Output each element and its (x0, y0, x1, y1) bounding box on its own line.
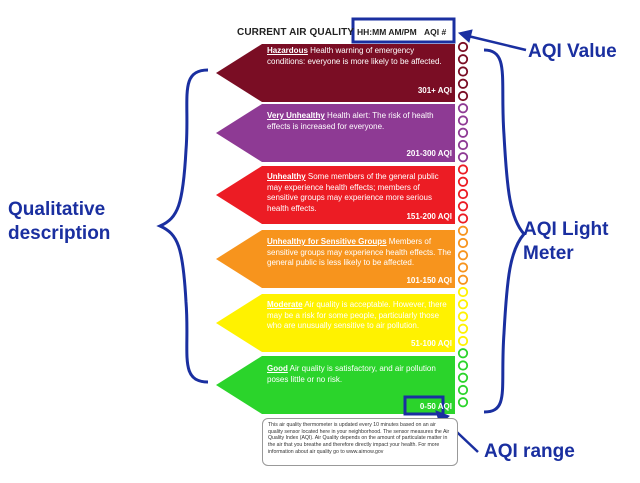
meter-light (457, 78, 469, 89)
band-text: Health alert: The risk of health effects… (267, 111, 434, 131)
band-category: Moderate (267, 300, 303, 309)
meter-light (457, 262, 469, 273)
band-range-label: 101-150 AQI (406, 276, 452, 285)
band-description: Good Air quality is satisfactory, and ai… (267, 364, 453, 385)
meter-light (457, 335, 469, 347)
aqi-range-highlight-box (403, 395, 445, 416)
band-description: Unhealthy Some members of the general pu… (267, 172, 453, 214)
meter-light (457, 188, 469, 200)
aqi-value-arrow (467, 34, 527, 52)
band-range-label: 51-100 AQI (410, 339, 452, 348)
band-range-label: 0-50 AQI (419, 402, 452, 411)
meter-light (457, 299, 469, 310)
meter-light (457, 360, 469, 371)
meter-light (457, 152, 469, 163)
band-arrow (216, 230, 455, 288)
band-text: Members of sensitive groups may experien… (267, 237, 452, 267)
band-text: Health warning of emergency conditions: … (267, 46, 442, 66)
meter-light (457, 372, 469, 383)
meter-light (457, 127, 469, 138)
meter-light (457, 274, 469, 285)
qualitative-description-callout: Qualitative description (8, 199, 111, 244)
band-description: Unhealthy for Sensitive Groups Members o… (267, 237, 453, 269)
meter-light (457, 250, 469, 261)
meter-light (457, 286, 469, 298)
aqi-value-callout: AQI Value (528, 41, 617, 62)
aqi-value-arrowhead (457, 29, 473, 43)
meter-light (457, 139, 469, 151)
meter-light (457, 176, 469, 187)
meter-light (457, 201, 469, 212)
aqi-light-meter-callout: AQI Light Meter (523, 219, 609, 264)
aqi-range-callout: AQI range (484, 441, 575, 462)
band-arrow (216, 166, 455, 224)
aqi-light-meter (457, 41, 469, 408)
meter-light (457, 311, 469, 322)
band-text: Air quality is acceptable. However, ther… (267, 300, 447, 330)
meter-light (457, 323, 469, 334)
band-text: Air quality is satisfactory, and air pol… (267, 364, 436, 384)
band-category: Hazardous (267, 46, 308, 55)
band-range-label: 151-200 AQI (406, 212, 452, 221)
band-description: Very Unhealthy Health alert: The risk of… (267, 111, 453, 132)
band-arrow (216, 104, 455, 162)
band-category: Very Unhealthy (267, 111, 325, 120)
meter-light (457, 66, 469, 77)
meter-light (457, 384, 469, 396)
meter-light (457, 348, 469, 359)
meter-light (457, 115, 469, 126)
aqi-value-placeholder: AQI # (424, 27, 447, 37)
bands-layer (216, 44, 455, 414)
band-range-label: 201-300 AQI (406, 149, 452, 158)
band-description: Hazardous Health warning of emergency co… (267, 46, 453, 67)
band-category: Good (267, 364, 288, 373)
meter-light (457, 41, 469, 53)
current-air-quality-title: CURRENT AIR QUALITY (237, 27, 355, 38)
band-arrow (216, 356, 455, 414)
band-text: Some members of the general public may e… (267, 172, 439, 213)
qualitative-brace (156, 68, 209, 384)
meter-light (457, 90, 469, 102)
meter-light (457, 397, 469, 408)
aqi-value-highlight-box (351, 17, 456, 44)
band-arrow (216, 294, 455, 352)
meter-light (457, 237, 469, 249)
meter-light (457, 103, 469, 114)
band-description: Moderate Air quality is acceptable. Howe… (267, 300, 453, 332)
band-category: Unhealthy for Sensitive Groups (267, 237, 387, 246)
band-range-label: 301+ AQI (417, 86, 452, 95)
meter-light (457, 54, 469, 65)
info-footer-box: This air quality thermometer is updated … (262, 418, 458, 466)
meter-light (457, 225, 469, 236)
band-arrow (216, 44, 455, 102)
light-meter-brace (483, 48, 526, 414)
time-placeholder: HH:MM AM/PM (357, 27, 417, 37)
band-category: Unhealthy (267, 172, 306, 181)
meter-light (457, 164, 469, 175)
meter-light (457, 213, 469, 224)
